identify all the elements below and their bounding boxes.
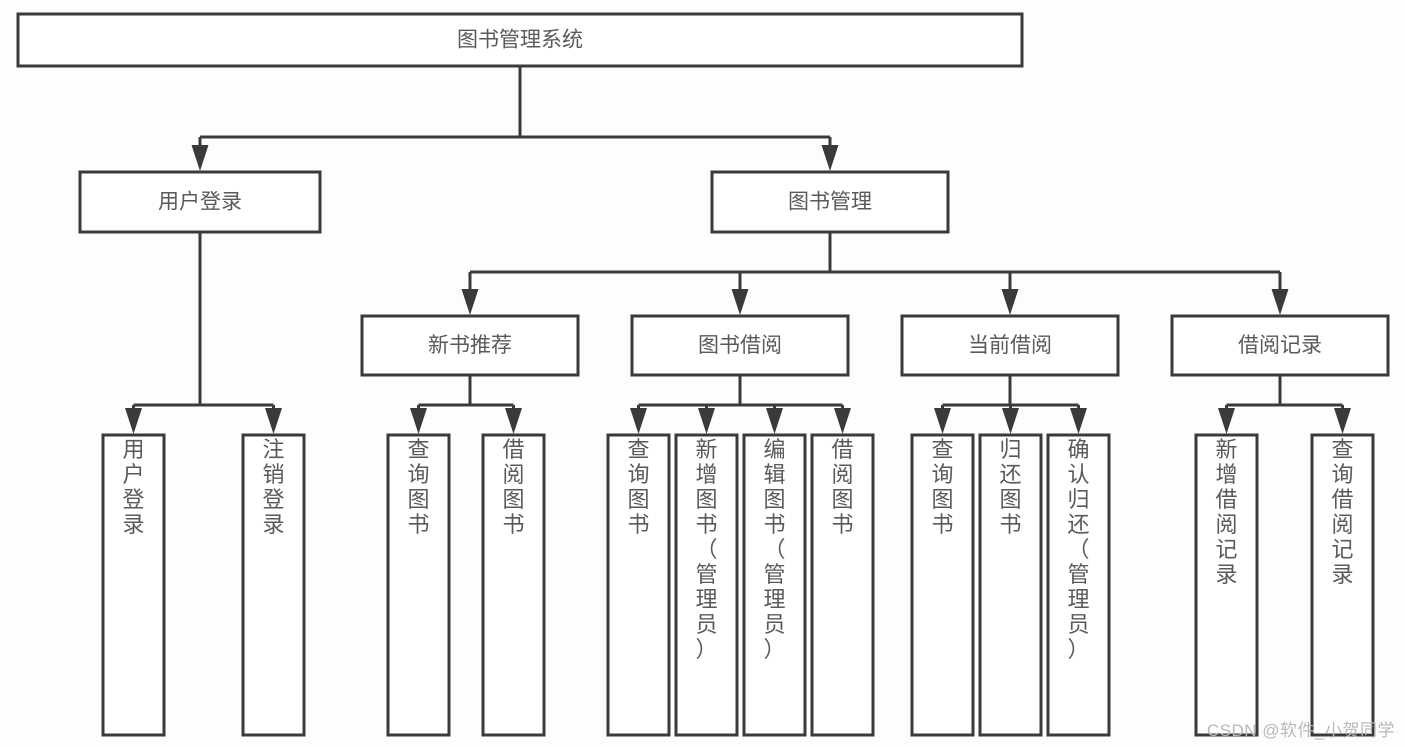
arrow-head-icon <box>821 145 839 171</box>
node-root[interactable]: 图书管理系统 <box>16 12 1024 68</box>
node-box[interactable] <box>1170 314 1390 377</box>
node-leaf-add-record[interactable]: 新增借阅记录 <box>1194 433 1259 737</box>
node-leaf-query-book-current[interactable]: 查询图书 <box>910 433 975 737</box>
node-box[interactable] <box>16 12 1024 68</box>
node-box[interactable] <box>101 433 166 737</box>
node-label: 借阅记录 <box>1238 334 1322 357</box>
node-label: 图书借阅 <box>698 334 782 357</box>
arrow-head-icon <box>505 408 522 434</box>
connector-group-book-borrow <box>630 375 851 434</box>
node-box[interactable] <box>360 314 580 377</box>
connector-layer <box>125 66 1351 434</box>
node-label: 归还图书 <box>999 437 1021 537</box>
node-box[interactable] <box>900 314 1120 377</box>
arrow-head-icon <box>125 408 142 434</box>
arrow-head-icon <box>461 289 479 315</box>
connector-group-user-login <box>125 232 282 434</box>
node-user-login[interactable]: 用户登录 <box>78 170 322 234</box>
arrow-head-icon <box>934 408 951 434</box>
node-book-borrow[interactable]: 图书借阅 <box>630 314 850 377</box>
node-book-manage[interactable]: 图书管理 <box>710 170 950 234</box>
arrow-head-icon <box>191 145 209 171</box>
node-label: 编辑图书（管理员） <box>763 437 785 662</box>
arrow-head-icon <box>1271 289 1289 315</box>
arrow-head-icon <box>630 408 647 434</box>
node-label: 注销登录 <box>262 437 284 537</box>
node-box[interactable] <box>78 170 322 234</box>
arrow-head-icon <box>1002 408 1019 434</box>
node-label: 查询图书 <box>407 437 429 537</box>
node-label: 图书管理 <box>788 191 872 214</box>
node-box[interactable] <box>978 433 1043 737</box>
node-leaf-confirm-return[interactable]: 确认归还（管理员） <box>1046 433 1111 737</box>
node-label: 新增借阅记录 <box>1215 437 1237 587</box>
node-box[interactable] <box>606 433 671 737</box>
node-leaf-query-book-rec[interactable]: 查询图书 <box>386 433 451 737</box>
node-label: 当前借阅 <box>968 334 1052 357</box>
node-leaf-user-login[interactable]: 用户登录 <box>101 433 166 737</box>
node-label: 确认归还（管理员） <box>1067 437 1089 662</box>
node-label: 用户登录 <box>122 437 144 537</box>
node-borrow-record[interactable]: 借阅记录 <box>1170 314 1390 377</box>
node-label: 查询借阅记录 <box>1331 437 1353 587</box>
connector-group-current-borrow <box>934 375 1087 434</box>
arrow-head-icon <box>834 408 851 434</box>
node-box[interactable] <box>1194 433 1259 737</box>
arrow-head-icon <box>766 408 783 434</box>
node-label: 新增图书（管理员） <box>695 437 717 662</box>
node-box[interactable] <box>910 433 975 737</box>
node-box[interactable] <box>674 433 739 737</box>
node-label: 查询图书 <box>931 437 953 537</box>
node-box[interactable] <box>1046 433 1111 737</box>
arrow-head-icon <box>731 289 749 315</box>
node-label: 查询图书 <box>627 437 649 537</box>
node-box[interactable] <box>241 433 306 737</box>
connector-group-root <box>191 66 839 171</box>
node-label: 图书管理系统 <box>457 29 583 52</box>
node-box[interactable] <box>710 170 950 234</box>
node-label: 借阅图书 <box>502 437 524 537</box>
node-box[interactable] <box>1310 433 1375 737</box>
arrow-head-icon <box>698 408 715 434</box>
node-box[interactable] <box>386 433 451 737</box>
connector-group-new-book-rec <box>410 375 522 434</box>
arrow-head-icon <box>1070 408 1087 434</box>
connector-group-book-manage <box>461 232 1289 315</box>
node-leaf-add-book[interactable]: 新增图书（管理员） <box>674 433 739 737</box>
node-box[interactable] <box>742 433 807 737</box>
node-new-book-rec[interactable]: 新书推荐 <box>360 314 580 377</box>
node-box[interactable] <box>481 433 546 737</box>
node-current-borrow[interactable]: 当前借阅 <box>900 314 1120 377</box>
node-label: 新书推荐 <box>428 334 512 357</box>
node-box[interactable] <box>630 314 850 377</box>
node-leaf-edit-book[interactable]: 编辑图书（管理员） <box>742 433 807 737</box>
arrow-head-icon <box>410 408 427 434</box>
arrow-head-icon <box>1334 408 1351 434</box>
node-layer: 图书管理系统用户登录图书管理新书推荐图书借阅当前借阅借阅记录用户登录注销登录查询… <box>16 12 1390 737</box>
node-label: 用户登录 <box>158 191 242 214</box>
arrow-head-icon <box>1218 408 1235 434</box>
node-leaf-query-record[interactable]: 查询借阅记录 <box>1310 433 1375 737</box>
node-leaf-borrow-book-rec[interactable]: 借阅图书 <box>481 433 546 737</box>
connector-group-borrow-record <box>1218 375 1351 434</box>
node-leaf-borrow-book[interactable]: 借阅图书 <box>810 433 875 737</box>
arrow-head-icon <box>1001 289 1019 315</box>
node-label: 借阅图书 <box>831 437 853 537</box>
node-leaf-user-logout[interactable]: 注销登录 <box>241 433 306 737</box>
node-leaf-query-book-borrow[interactable]: 查询图书 <box>606 433 671 737</box>
node-leaf-return-book[interactable]: 归还图书 <box>978 433 1043 737</box>
arrow-head-icon <box>265 408 282 434</box>
node-box[interactable] <box>810 433 875 737</box>
